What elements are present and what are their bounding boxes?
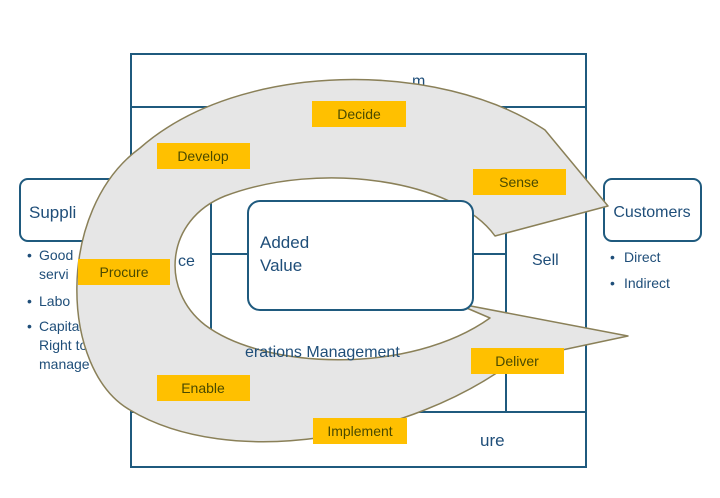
stage-sense-label: Sense: [499, 174, 539, 190]
customers-bullet-1: Direct: [624, 249, 661, 265]
supplier-bullet-1-line1: Good: [39, 247, 73, 263]
supplier-title: Suppli: [29, 203, 76, 222]
stage-implement-tag: [313, 418, 407, 444]
customers-box: [603, 178, 702, 242]
stage-implement-label: Implement: [327, 423, 392, 439]
added-value-line1: Added: [260, 233, 309, 252]
left-cell-label: ce: [178, 253, 195, 270]
customers-title: Customers: [613, 204, 690, 221]
bullet-glyph: •: [27, 318, 32, 334]
bullet-glyph: •: [27, 247, 32, 263]
added-value-line2: Value: [260, 256, 302, 275]
stage-sense: Sense: [473, 169, 566, 195]
footer-partial-text: ure: [480, 431, 505, 450]
stage-deliver: Deliver: [471, 348, 564, 374]
supplier-bullet-1-line2: servi: [39, 266, 69, 282]
bullet-glyph: •: [610, 275, 615, 291]
stage-sense-tag: [473, 169, 566, 195]
sell-label: Sell: [532, 252, 559, 269]
stage-enable: Enable: [157, 375, 250, 401]
supplier-bullet-3-line2: Right to: [39, 337, 87, 353]
stage-decide-label: Decide: [337, 106, 381, 122]
customers-bullet-list: • Direct • Indirect: [610, 249, 670, 291]
stage-enable-tag: [157, 375, 250, 401]
stage-decide: Decide: [312, 101, 406, 127]
stage-develop-tag: [157, 143, 250, 169]
stage-procure-label: Procure: [99, 264, 148, 280]
stage-deliver-label: Deliver: [495, 353, 539, 369]
stage-decide-tag: [312, 101, 406, 127]
stage-procure: Procure: [78, 259, 170, 285]
supplier-bullet-3-line1: Capita: [39, 318, 80, 334]
bullet-glyph: •: [27, 293, 32, 309]
stage-develop-label: Develop: [177, 148, 229, 164]
bullet-glyph: •: [610, 249, 615, 265]
supplier-bullet-3-line3: manage: [39, 356, 90, 372]
stage-enable-label: Enable: [181, 380, 225, 396]
added-value-box: [247, 200, 474, 311]
supplier-bullet-list: • Good servi • Labo • Capita Right to ma…: [27, 247, 90, 372]
customers-bullet-2: Indirect: [624, 275, 670, 291]
stage-deliver-tag: [471, 348, 564, 374]
operations-management-label: erations Management: [245, 344, 400, 361]
stage-develop: Develop: [157, 143, 250, 169]
supplier-bullet-2-line1: Labo: [39, 293, 70, 309]
stage-implement: Implement: [313, 418, 407, 444]
stage-procure-tag: [78, 259, 170, 285]
